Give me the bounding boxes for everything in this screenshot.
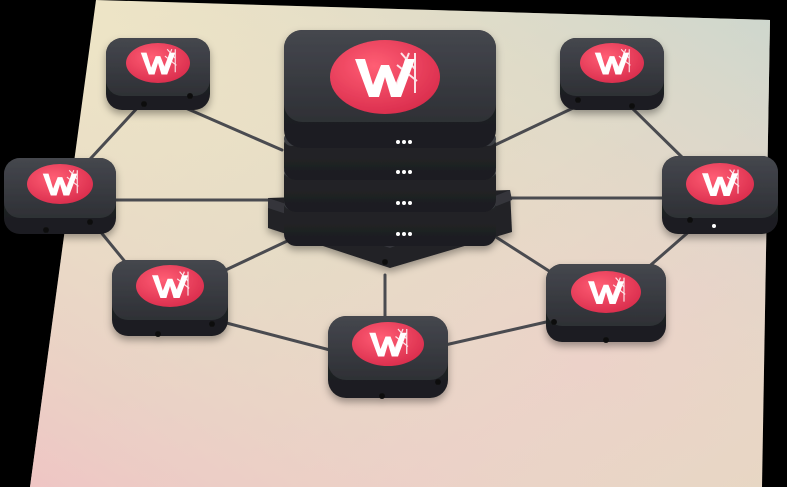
- node-top-left[interactable]: [106, 38, 210, 110]
- node-bottom[interactable]: [328, 316, 448, 399]
- node-bottom-right[interactable]: [546, 264, 666, 343]
- link: [213, 318, 332, 352]
- port-dot: [382, 259, 388, 265]
- hub-badge: [330, 40, 440, 114]
- link: [213, 233, 302, 277]
- node-bottom-left[interactable]: [112, 260, 228, 337]
- node-right[interactable]: [662, 156, 778, 234]
- node-top-right[interactable]: [560, 38, 664, 110]
- link: [630, 106, 692, 167]
- link: [483, 228, 562, 280]
- node-left[interactable]: [4, 158, 116, 234]
- hub-server[interactable]: [268, 30, 512, 268]
- link: [443, 318, 557, 347]
